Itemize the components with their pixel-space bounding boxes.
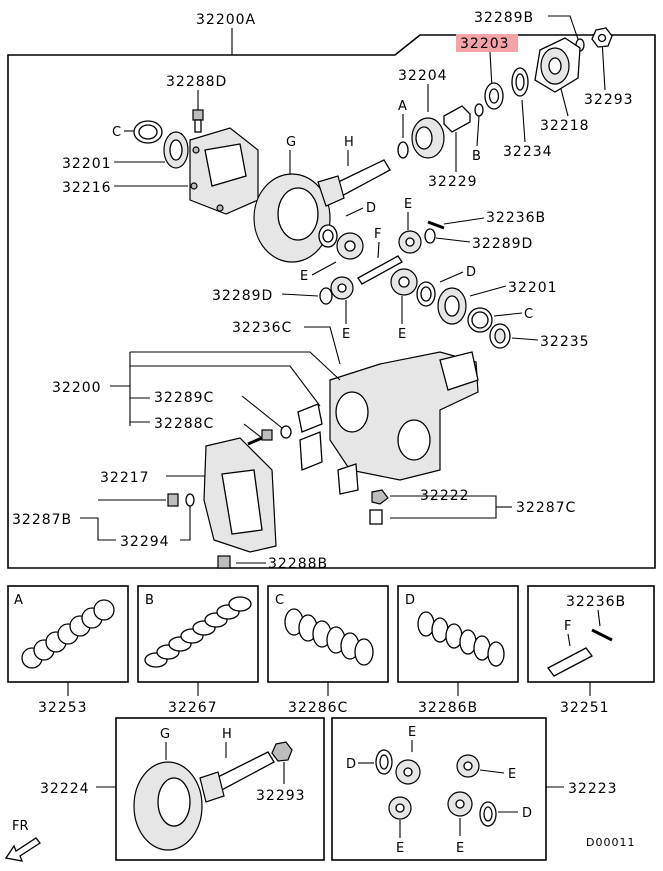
label-32288C[interactable]: 32288C [154,416,214,432]
main-assembly-frame [7,34,656,569]
kit-box-gear-set[interactable]: G H 32293 [115,717,325,861]
kit-box-A[interactable]: A [7,585,129,683]
label-32229[interactable]: 32229 [428,174,478,190]
label-32224[interactable]: 32224 [40,781,90,797]
kit-letter-D-1: D [346,757,356,772]
kit-letter-E-3: E [396,841,404,856]
kit-box-F[interactable]: 32236B F [527,585,655,683]
label-32294[interactable]: 32294 [120,534,170,550]
kit-box-diff-gears[interactable]: E D E E E D [331,717,547,861]
letter-B-top: B [472,149,481,164]
label-32289D-right[interactable]: 32289D [472,236,533,252]
label-32201-right[interactable]: 32201 [508,280,558,296]
letter-E-d: E [398,327,406,342]
label-32293-top[interactable]: 32293 [584,92,634,108]
shims-A-shape [21,599,115,669]
label-32286B[interactable]: 32286B [418,700,478,716]
pinion-gear-E1 [336,232,364,260]
highlight-32203 [456,34,518,52]
label-32216[interactable]: 32216 [62,180,112,196]
letter-E-a: E [404,197,412,212]
label-32293-kit: 32293 [256,788,306,804]
letter-C-top: C [112,125,121,140]
pinion-gear-E3 [330,276,354,300]
kit-box-C[interactable]: C [267,585,389,683]
front-indicator-label: FR [12,819,29,834]
label-32200A: 32200A [196,12,256,28]
label-32289D-left[interactable]: 32289D [212,288,273,304]
label-32288B[interactable]: 32288B [268,556,328,572]
label-32204[interactable]: 32204 [398,68,448,84]
label-32288D[interactable]: 32288D [166,74,227,90]
pinion-gear-E4 [390,268,418,296]
label-32223[interactable]: 32223 [568,781,618,797]
label-32251[interactable]: 32251 [560,700,610,716]
letter-D-right: D [466,265,476,280]
label-32289C[interactable]: 32289C [154,390,214,406]
bearing-cap-upper [297,403,323,433]
label-32236B-top[interactable]: 32236B [486,210,546,226]
letter-C-right: C [524,307,533,322]
kit-box-B[interactable]: B [137,585,259,683]
kit-letter-E-4: E [456,841,464,856]
diagram-code: D00011 [586,836,635,849]
letter-A-top: A [398,99,407,114]
kit-letter-F: F [564,619,571,634]
kit-box-D[interactable]: D [397,585,519,683]
letter-E-b: E [300,269,308,284]
label-32217[interactable]: 32217 [100,470,150,486]
label-32236B-kit: 32236B [566,594,626,610]
spacer-32229-shape [443,105,471,133]
pinion-gear-E2 [398,230,422,254]
label-32253[interactable]: 32253 [38,700,88,716]
label-32287C[interactable]: 32287C [516,500,576,516]
kit-letter-D: D [405,593,415,608]
kit-letter-B: B [145,593,154,608]
kit-letter-D-2: D [522,806,532,821]
kit-letter-E-2: E [508,767,516,782]
letter-F-top: F [374,227,381,242]
letter-D-top: D [366,201,376,216]
label-32203[interactable]: 32203 [460,36,510,52]
nut-32293-kit-shape [271,741,293,762]
label-32287B[interactable]: 32287B [12,512,72,528]
label-32286C[interactable]: 32286C [288,700,348,716]
spacers-B-shape [144,596,252,668]
label-32218[interactable]: 32218 [540,118,590,134]
label-32200[interactable]: 32200 [52,380,102,396]
kit-letter-C: C [275,593,284,608]
label-32289B[interactable]: 32289B [474,10,534,26]
washers-D-shape [417,611,505,667]
shaft-F-kit-shape [547,647,593,677]
label-32235[interactable]: 32235 [540,334,590,350]
bearing-cap-lower [299,431,323,471]
label-32267[interactable]: 32267 [168,700,218,716]
shaft-F-shape [357,255,403,285]
front-arrow-icon: FR [4,819,41,862]
kit-letter-A: A [14,593,23,608]
letter-H-top: H [344,135,354,150]
letter-E-c: E [342,327,350,342]
carrier-housing-32200-shape [329,351,479,481]
shims-C-shape [284,608,374,666]
letter-G-top: G [286,135,296,150]
label-32234[interactable]: 32234 [503,144,553,160]
kit-letter-H: H [222,727,232,742]
kit-letter-E-1: E [408,725,416,740]
kit-letter-G: G [160,727,170,742]
label-32236C[interactable]: 32236C [232,320,292,336]
label-32201-left[interactable]: 32201 [62,156,112,172]
